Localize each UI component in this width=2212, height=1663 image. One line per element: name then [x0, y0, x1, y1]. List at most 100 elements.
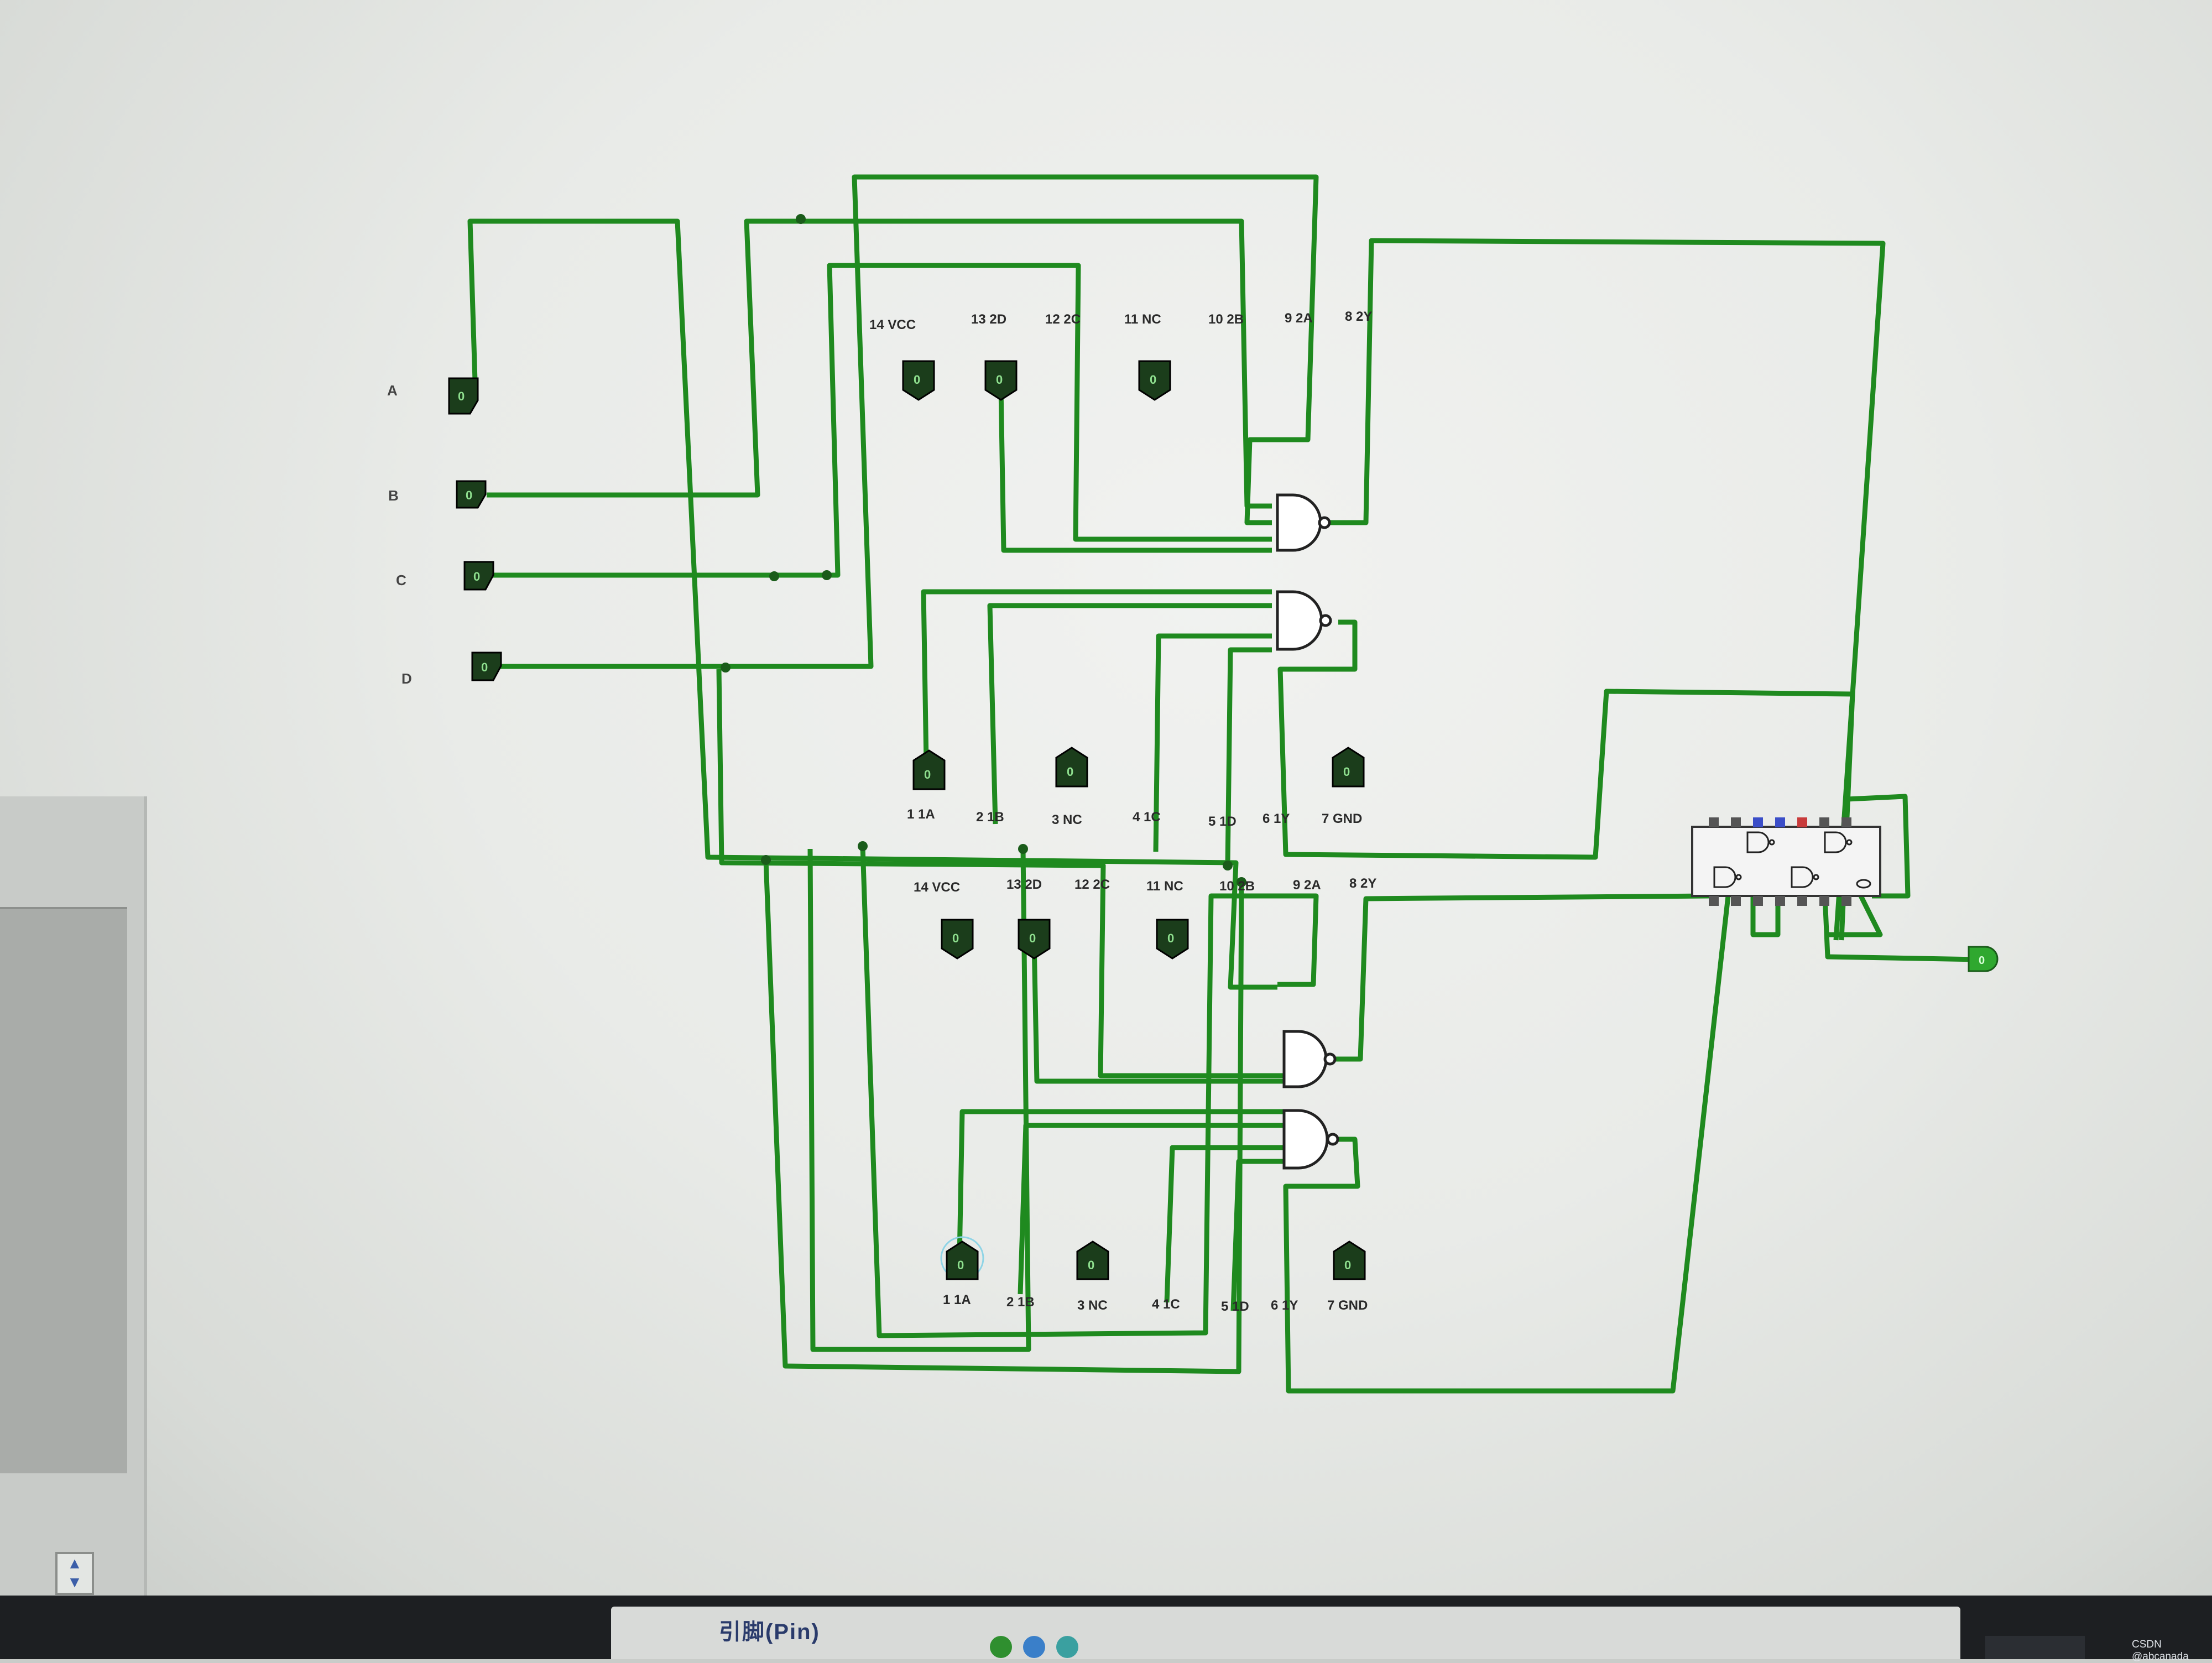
wire-1d-upper [1225, 647, 1272, 866]
chip-upper-top-pins[interactable]: 0 0 0 [902, 360, 1171, 401]
wire-1c-lower [1164, 1145, 1283, 1303]
input-pin-c[interactable]: C 0 [396, 561, 494, 591]
wire-c [487, 263, 1272, 578]
chip-upper-pin-1a-value: 0 [924, 768, 931, 781]
wire-a [467, 218, 1277, 990]
chip-upper-pin12: 12 2C [1045, 312, 1081, 327]
wire-2d-upper [998, 387, 1272, 553]
chip-upper-pin2: 2 1B [976, 810, 1004, 825]
chip-lower-pin-2d-value: 0 [1029, 931, 1036, 945]
input-pin-a[interactable]: A 0 [387, 377, 479, 415]
input-label-c: C [396, 572, 406, 588]
wire-b [487, 218, 1272, 509]
output-chip[interactable] [1691, 817, 1881, 906]
chip-upper-pin-nc3-value: 0 [1067, 765, 1073, 779]
chip-upper-pin8: 8 2Y [1345, 309, 1372, 324]
input-pin-d[interactable]: D 0 [401, 651, 502, 687]
chip-lower-pin6: 6 1Y [1271, 1298, 1298, 1313]
chip-upper-pin-vcc: 0 [902, 360, 935, 401]
chip-lower-pin-vcc-value: 0 [952, 931, 959, 945]
chip-lower-pin5: 5 1D [1221, 1299, 1249, 1314]
input-value-d: 0 [481, 660, 488, 674]
chip-lower-pin-nc3-value: 0 [1088, 1258, 1094, 1272]
spinner-down-icon[interactable]: ▼ [67, 1573, 82, 1591]
wire-out-pins [1750, 896, 1781, 937]
junctions [721, 214, 1246, 887]
toolbar-wire-icon[interactable] [1056, 1636, 1078, 1658]
chip-lower-bottom-pins[interactable]: 0 0 0 [940, 1236, 1366, 1280]
chip-upper-pin11: 11 NC [1124, 312, 1161, 327]
chip-lower-pin-1a: 0 [940, 1236, 984, 1280]
wire-1y-lower [1283, 895, 1731, 1394]
wire-out-loop [1846, 794, 1911, 899]
toolbar-selected-label[interactable]: 引脚(Pin) [719, 1620, 820, 1644]
wire-1y-upper [1277, 619, 1855, 941]
chip-lower-pin-gnd-value: 0 [1344, 1258, 1351, 1272]
wire-1c-upper [1153, 633, 1272, 852]
toolbar-gate-icon[interactable] [1023, 1636, 1045, 1658]
chip-upper-pin10: 10 2B [1208, 312, 1244, 327]
chip-lower-pin-2d: 0 [1018, 919, 1051, 960]
nand-gate-lower-2[interactable] [1282, 1030, 1337, 1088]
component-toolbar [611, 1607, 1960, 1659]
chip-upper-pin-2d-value: 0 [996, 373, 1003, 387]
chip-upper-pin7: 7 GND [1322, 811, 1362, 826]
chip-upper-pin5: 5 1D [1208, 814, 1237, 829]
wire-2y-upper [1330, 238, 1886, 941]
chip-upper-pin9: 9 2A [1285, 311, 1313, 326]
spinner-up-icon[interactable]: ▲ [67, 1555, 82, 1572]
chip-lower-pin7: 7 GND [1327, 1298, 1368, 1313]
nand-gate-upper-2[interactable] [1276, 493, 1331, 552]
chip-upper-pin-vcc-value: 0 [914, 373, 920, 387]
chip-lower-pin13: 13 2D [1006, 877, 1042, 892]
chip-upper-pin1: 1 1A [907, 807, 935, 822]
chip-lower-pin12: 12 2C [1074, 877, 1110, 892]
chip-lower-pin-nc: 0 [1156, 919, 1189, 960]
chip-lower-pin3: 3 NC [1077, 1298, 1108, 1313]
chip-upper-pin-nc: 0 [1138, 360, 1171, 401]
wire-2d-lower [1031, 940, 1283, 1084]
chip-upper-pin3: 3 NC [1052, 812, 1082, 827]
wire-d-lower [716, 669, 1283, 1078]
toolbar-pin-icon[interactable] [990, 1636, 1012, 1658]
chip-upper-pin13: 13 2D [971, 312, 1006, 327]
input-label-a: A [387, 382, 398, 399]
input-label-d: D [401, 670, 412, 687]
input-value-a: 0 [458, 389, 465, 403]
chip-upper-top-labels: 14 VCC 13 2D 12 2C 11 NC 10 2B 9 2A 8 2Y [869, 309, 1372, 332]
taskbar-tray [1985, 1636, 2085, 1659]
chip-lower-pin-gnd: 0 [1333, 1240, 1366, 1280]
chip-upper-pin-gnd-value: 0 [1343, 765, 1350, 779]
chip-upper-bottom-labels: 1 1A 2 1B 3 NC 4 1C 5 1D 6 1Y 7 GND [907, 807, 1362, 829]
zoom-spinner[interactable]: ▲ ▼ [55, 1552, 94, 1595]
output-value: 0 [1979, 955, 1985, 967]
input-pin-b[interactable]: B 0 [388, 480, 487, 509]
chip-upper-pin-1a: 0 [912, 749, 946, 790]
chip-upper-pin-nc-value: 0 [1150, 373, 1156, 387]
output-led: 0 [1968, 946, 1999, 972]
chip-lower-pin-nc-value: 0 [1167, 931, 1174, 945]
chip-lower-pin-1a-value: 0 [957, 1258, 964, 1272]
chip-upper-pin-gnd: 0 [1332, 747, 1365, 788]
chip-lower-pin4: 4 1C [1152, 1297, 1180, 1312]
input-value-c: 0 [473, 570, 480, 583]
wire-1b-upper [987, 603, 1272, 825]
chip-lower-bottom-labels: 1 1A 2 1B 3 NC 4 1C 5 1D 6 1Y 7 GND [943, 1292, 1368, 1314]
nand-gate-lower-1[interactable] [1282, 1109, 1339, 1170]
chip-lower-pin8: 8 2Y [1349, 876, 1376, 891]
wire-1d-lower [1230, 1159, 1283, 1311]
chip-lower-pin-vcc: 0 [941, 919, 974, 960]
chip-lower-top-pins[interactable]: 0 0 0 [941, 919, 1189, 960]
chip-lower-top-labels: 14 VCC 13 2D 12 2C 11 NC 10 2B 9 2A 8 2Y [914, 876, 1376, 895]
chip-upper-pin-2d: 0 [984, 360, 1018, 401]
chip-upper-pin4: 4 1C [1133, 810, 1161, 825]
wire-out [1822, 895, 1980, 962]
wire-a-lower [860, 846, 1319, 1338]
wire-out-loop2 [1825, 894, 1883, 937]
chip-upper-bottom-pins[interactable]: 0 0 0 [912, 747, 1365, 790]
nand-gate-upper-1[interactable] [1276, 590, 1332, 651]
chip-lower-pin14: 14 VCC [914, 880, 960, 895]
wire-2y-lower [1335, 883, 1722, 1062]
chip-lower-pin11: 11 NC [1146, 879, 1183, 894]
